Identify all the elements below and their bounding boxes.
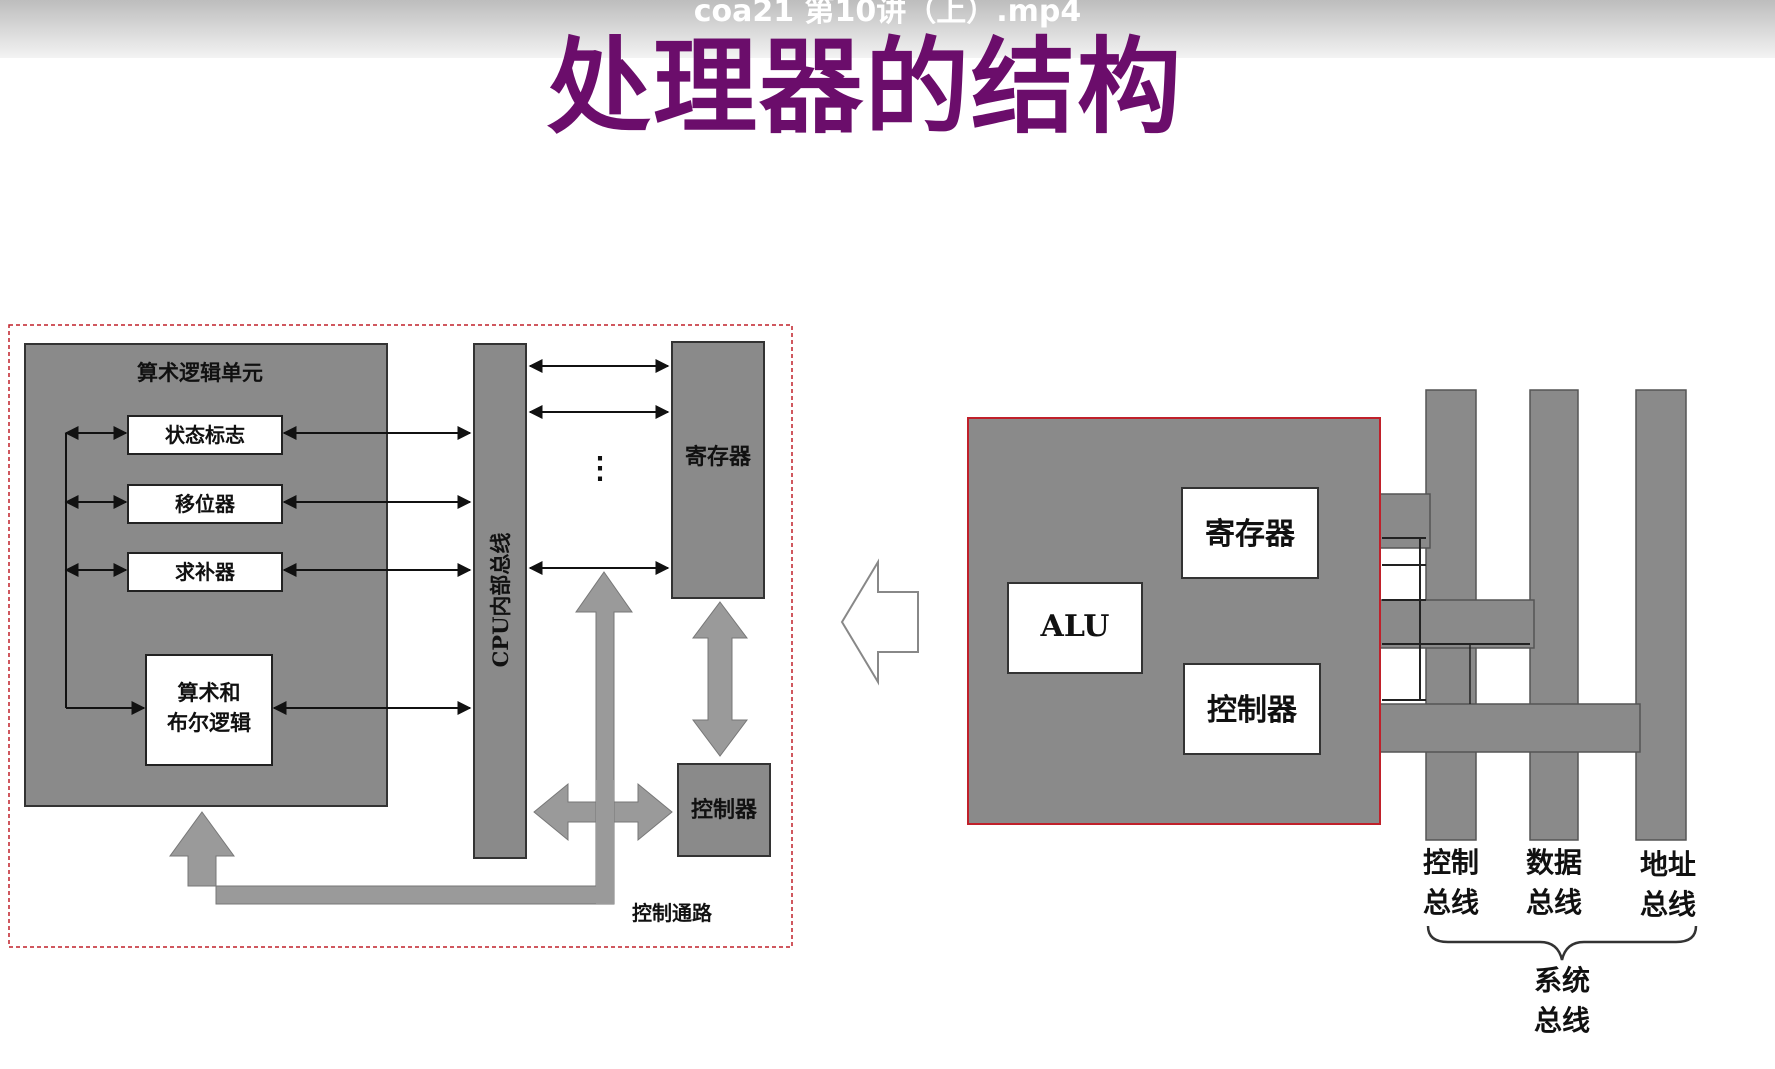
system-bus-label-2: 总线: [1534, 1004, 1590, 1037]
right-control-unit-label: 控制器: [1207, 693, 1298, 728]
shifter-box: [127, 484, 283, 524]
alu-label: ALU: [1040, 609, 1110, 644]
address-bus-label-2: 总线: [1640, 888, 1696, 921]
video-title-bar: coa21 第10讲（上）.mp4: [0, 0, 1775, 58]
data-bus-connector: [1379, 599, 1535, 649]
hollow-left-arrow: [840, 558, 919, 686]
status-flags-label: 状态标志: [165, 423, 245, 447]
video-title: coa21 第10讲（上）.mp4: [693, 0, 1082, 29]
control-bus-connector: [1379, 493, 1431, 549]
register-control-arrow: [692, 601, 748, 757]
control-bus-label-1: 控制: [1423, 846, 1479, 879]
data-bus-column: [1529, 389, 1579, 841]
address-bus-label-1: 地址: [1640, 848, 1696, 881]
data-bus-label-1: 数据: [1526, 846, 1582, 879]
system-bus-label-1: 系统: [1534, 964, 1590, 997]
control-unit-block: [677, 763, 771, 857]
right-control-unit-box: [1183, 663, 1321, 755]
alu-title: 算术逻辑单元: [137, 360, 263, 385]
control-path-trunk: [596, 780, 614, 904]
left-diagram: 算术逻辑单元 状态标志 移位器 求补器 算术和 布尔逻辑 CPU内部总线 ⋮: [8, 324, 793, 948]
right-registers-box: [1181, 487, 1319, 579]
address-bus-column: [1635, 389, 1687, 841]
arith-bool-label-2: 布尔逻辑: [167, 710, 251, 735]
right-diagram: ALU 寄存器 控制器 控制 总线 数据 总线 地址 总线 系统 总线: [967, 389, 1698, 1037]
right-registers-label: 寄存器: [1205, 517, 1296, 552]
cpu-internal-bus-label: CPU内部总线: [488, 533, 513, 668]
arith-bool-label-1: 算术和: [178, 680, 241, 705]
status-flags-box: [127, 415, 283, 455]
registers-label: 寄存器: [685, 444, 752, 470]
register-ellipsis: ⋮: [585, 451, 615, 486]
complementer-box: [127, 552, 283, 592]
control-bus-label-2: 总线: [1423, 886, 1479, 919]
alu-box: [1007, 582, 1143, 674]
arith-bool-box: [145, 654, 273, 766]
address-bus-connector: [1379, 703, 1641, 753]
complementer-label: 求补器: [175, 560, 236, 584]
system-bus-brace: [1426, 925, 1698, 961]
slide-title: 处理器的结构: [546, 26, 1183, 148]
cpu-internal-bus: [473, 343, 527, 859]
registers-block: [671, 341, 765, 599]
control-path-label: 控制通路: [632, 901, 713, 925]
data-bus-label-2: 总线: [1526, 886, 1582, 919]
shifter-label: 移位器: [175, 492, 236, 516]
control-unit-label: 控制器: [691, 797, 758, 823]
